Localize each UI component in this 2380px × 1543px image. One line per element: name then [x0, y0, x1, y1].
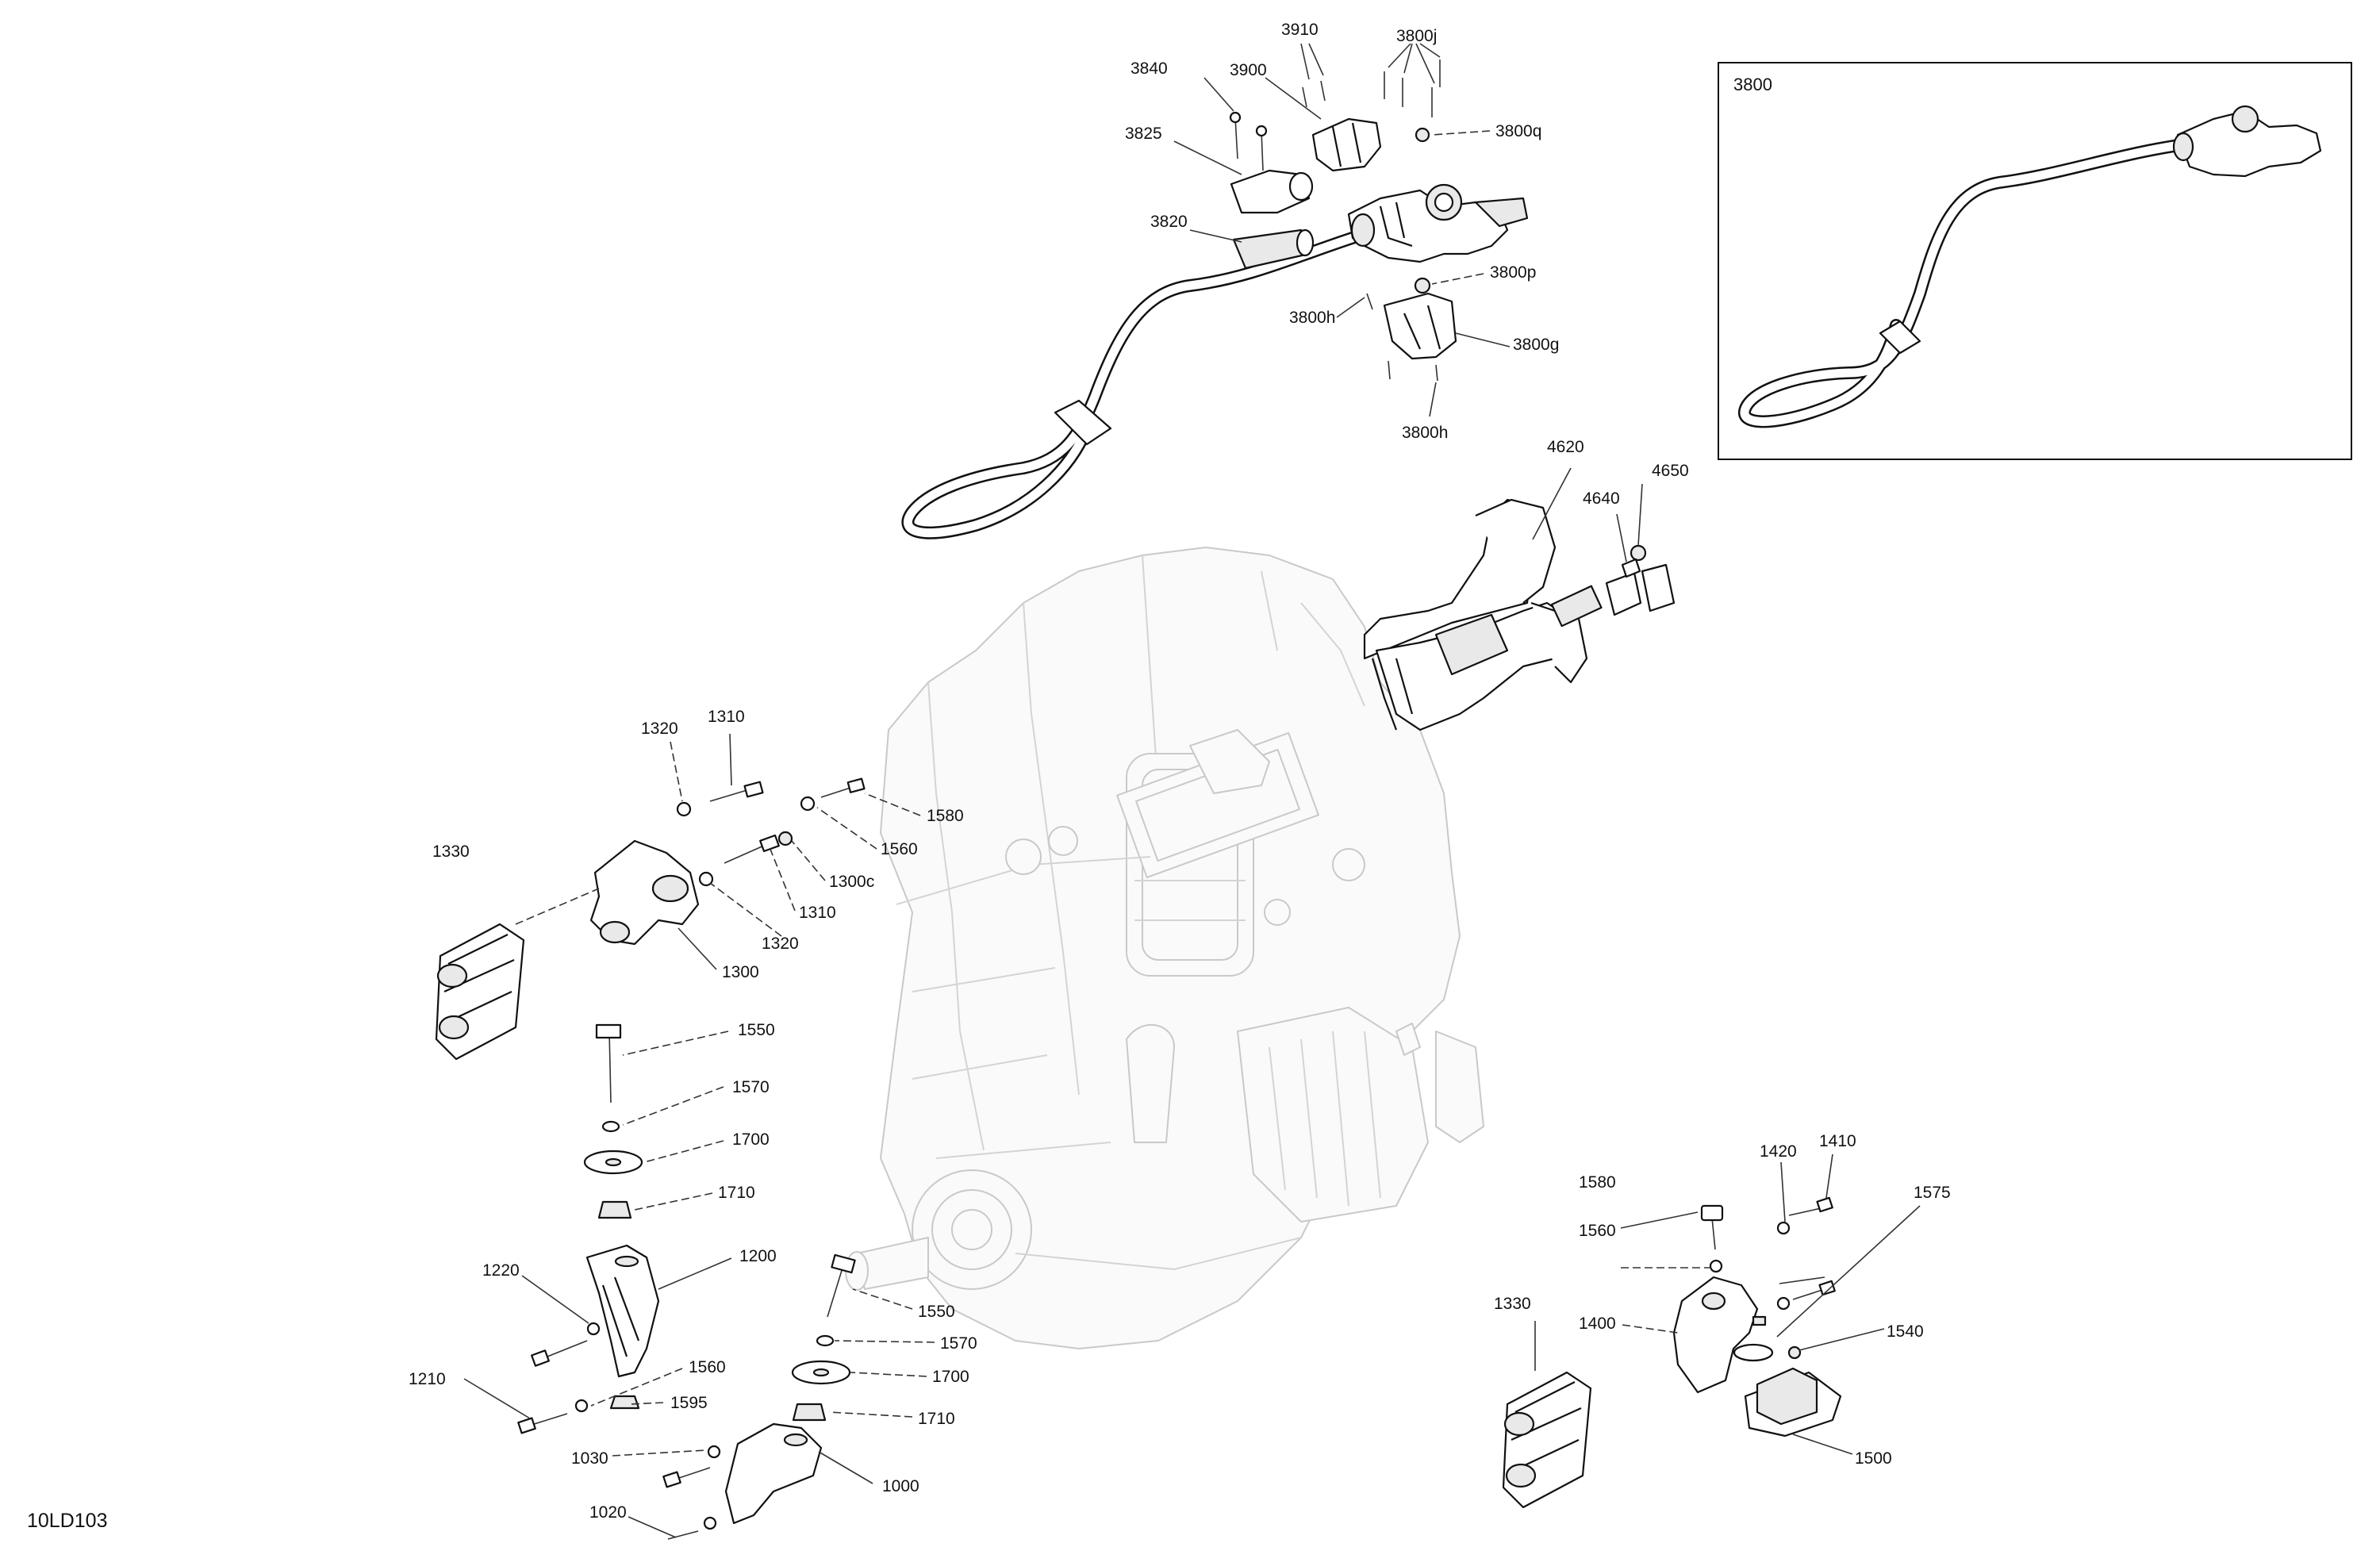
- callout-1500: 1500: [1855, 1449, 1892, 1468]
- callout-4650: 4650: [1652, 462, 1689, 480]
- callout-1000: 1000: [882, 1477, 919, 1495]
- inset-cable: [1738, 105, 2322, 428]
- callout-1710-a: 1710: [718, 1184, 755, 1202]
- callout-4620: 4620: [1547, 438, 1584, 456]
- callout-1700-a: 1700: [732, 1130, 770, 1149]
- callout-1210: 1210: [409, 1370, 446, 1388]
- callout-1420: 1420: [1760, 1142, 1797, 1161]
- callout-1320-a: 1320: [641, 720, 678, 738]
- engine-ghost: [845, 547, 1484, 1349]
- callout-1330-a: 1330: [432, 843, 470, 861]
- callout-1310-b: 1310: [799, 904, 836, 922]
- callout-4640: 4640: [1583, 489, 1620, 508]
- callout-1550-a: 1550: [738, 1021, 775, 1039]
- mount-1300-group: [435, 777, 866, 1061]
- callout-3800j: 3800j: [1396, 27, 1437, 45]
- callout-3900: 3900: [1230, 61, 1267, 79]
- callout-1300: 1300: [722, 963, 759, 981]
- leader-lines: [463, 43, 1921, 1538]
- inset-label: 3800: [1733, 75, 1772, 94]
- callout-1560-c: 1560: [1579, 1222, 1616, 1240]
- callout-1560-b: 1560: [689, 1358, 726, 1376]
- callout-1595: 1595: [670, 1394, 708, 1412]
- callout-1300c: 1300c: [829, 873, 874, 891]
- mount-1000-group: [662, 1253, 856, 1540]
- callout-3800q: 3800q: [1495, 122, 1541, 140]
- callout-3840: 3840: [1130, 59, 1168, 78]
- callout-1400: 1400: [1579, 1315, 1616, 1333]
- callout-3800p: 3800p: [1490, 263, 1536, 282]
- mount-1200-group: [517, 1023, 660, 1434]
- callout-1580-b: 1580: [1579, 1173, 1616, 1192]
- callout-1570-a: 1570: [732, 1078, 770, 1096]
- callout-3910: 3910: [1281, 21, 1319, 39]
- callout-1710-b: 1710: [918, 1410, 955, 1428]
- callout-1020: 1020: [589, 1503, 627, 1522]
- callout-3800h-b: 3800h: [1402, 424, 1448, 442]
- detail-inset-box: 3800: [1718, 62, 2352, 460]
- shifter-cable-assembly: [901, 59, 1529, 539]
- callout-1570-b: 1570: [940, 1334, 977, 1353]
- callout-1330-b: 1330: [1494, 1295, 1531, 1313]
- callout-1310-a: 1310: [708, 708, 745, 726]
- mount-1400-group: [1502, 1196, 1842, 1509]
- callout-1200: 1200: [739, 1247, 777, 1265]
- callout-3825: 3825: [1125, 125, 1162, 143]
- callout-1560-a: 1560: [881, 840, 918, 858]
- callout-1580-a: 1580: [927, 807, 964, 825]
- callout-1410: 1410: [1819, 1132, 1856, 1150]
- callout-1320-b: 1320: [762, 935, 799, 953]
- callout-1575: 1575: [1914, 1184, 1951, 1202]
- callout-labels: 3910 3800j 3840 3900 3825 3800q 3820 380…: [409, 21, 1951, 1522]
- diagram-reference-code: 10LD103: [27, 1510, 108, 1532]
- callout-1540: 1540: [1887, 1322, 1924, 1341]
- callout-1030: 1030: [571, 1449, 608, 1468]
- switch-assembly-4620: [1363, 498, 1676, 731]
- callout-3820: 3820: [1150, 213, 1188, 231]
- callout-3800h-a: 3800h: [1289, 309, 1335, 327]
- callout-3800g: 3800g: [1513, 336, 1559, 354]
- callout-1700-b: 1700: [932, 1368, 969, 1386]
- callout-1220: 1220: [482, 1261, 520, 1280]
- callout-1550-b: 1550: [918, 1303, 955, 1321]
